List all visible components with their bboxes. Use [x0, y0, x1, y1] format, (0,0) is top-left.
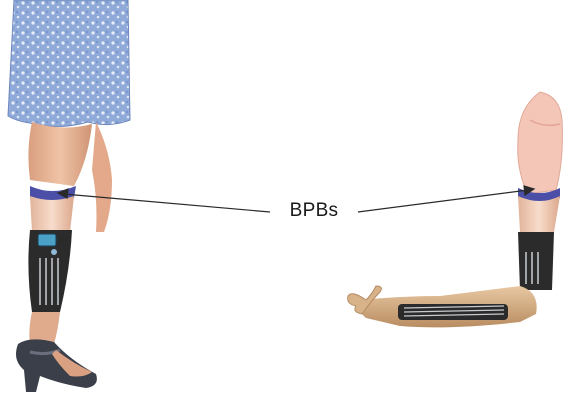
- arm-socket: [518, 196, 560, 235]
- elbow-unit: [518, 232, 554, 290]
- bpbs-label: BPBs: [272, 200, 356, 222]
- ankle: [29, 312, 60, 344]
- skirt: [8, 0, 130, 127]
- arrow-left: [64, 194, 270, 212]
- control-box: [38, 234, 56, 246]
- arrow-right: [358, 190, 528, 212]
- sensor-dot: [51, 249, 57, 255]
- residual-limb: [518, 92, 563, 194]
- shoe: [16, 339, 97, 392]
- prosthetic-leg: [8, 0, 130, 392]
- thigh: [28, 122, 92, 186]
- socket: [30, 196, 74, 234]
- back-leg: [92, 122, 112, 232]
